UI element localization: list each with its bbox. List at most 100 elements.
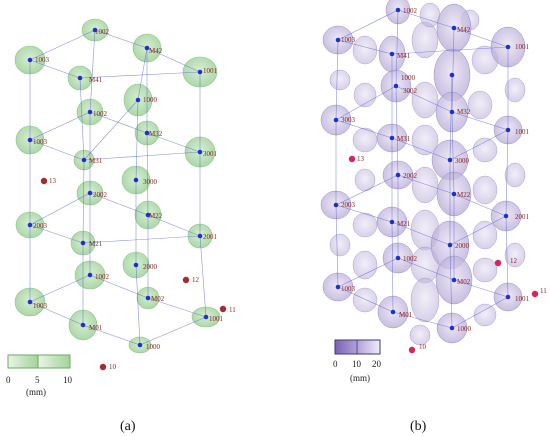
edge-a-1	[94, 29, 148, 49]
edge-a-40	[83, 99, 139, 161]
panel-b-nodes	[333, 7, 539, 354]
node-a-1	[27, 57, 33, 63]
panel-a-nodes	[27, 27, 227, 371]
edge-b-20	[505, 129, 509, 217]
node-a-23	[137, 342, 143, 348]
node-b-0	[395, 7, 401, 13]
edge-a-3	[146, 47, 201, 73]
scale-b-tick-2: 20	[372, 359, 382, 369]
panel-a-caption: (a)	[120, 419, 136, 434]
ellipsoid-b-extra-3	[353, 82, 377, 108]
ellipsoid-b-extra-10	[411, 166, 439, 204]
node-b-6	[449, 72, 455, 78]
node-label-a-4: 1001	[203, 67, 218, 75]
edge-b-0	[337, 9, 399, 41]
edge-a-20	[29, 192, 91, 226]
node-b-17	[447, 242, 453, 248]
ellipsoid-b-extra-23	[329, 233, 351, 257]
node-b-21	[390, 309, 396, 315]
ellipsoid-b-extra-24	[504, 77, 526, 103]
node-a-0	[92, 27, 98, 33]
node-label-a-25: 1001	[209, 315, 224, 323]
edge-b-7	[451, 27, 455, 113]
edge-a-30	[29, 274, 91, 303]
node-b-18	[395, 255, 401, 261]
scale-bar-b	[334, 339, 381, 355]
edge-b-38	[449, 74, 453, 161]
edge-b-16	[395, 85, 399, 176]
edge-a-36	[135, 99, 139, 181]
edge-a-4	[79, 71, 201, 79]
edge-a-10	[29, 111, 91, 141]
node-label-a-3: M41	[89, 76, 103, 84]
edge-a-12	[29, 139, 85, 161]
node-b-15	[389, 219, 395, 225]
ellipsoid-b-extra-12	[352, 212, 378, 238]
edge-b-26	[449, 215, 507, 246]
node-label-b-14: 2003	[341, 201, 356, 209]
scale-b-tick-1: 10	[352, 359, 362, 369]
node-a-11	[133, 177, 139, 183]
edge-b-2	[337, 39, 393, 55]
node-label-b-12: 3000	[455, 157, 470, 165]
ellipsoid-b-extra-5	[467, 90, 493, 120]
scale-a-tick-1: 5	[35, 375, 40, 385]
edge-b-10	[335, 85, 397, 121]
node-label-a-17: 2001	[203, 233, 218, 241]
point-marker-b-0	[348, 155, 356, 163]
node-label-b-13: 2002	[403, 172, 418, 180]
node-a-8	[144, 130, 150, 136]
panel-b-caption: (b)	[410, 419, 427, 434]
node-b-22	[505, 294, 511, 300]
scale-bar-a-left	[7, 354, 39, 369]
edge-a-8	[79, 77, 85, 161]
point-marker-a-2	[219, 305, 227, 313]
node-a-21	[80, 322, 86, 328]
edge-a-39	[137, 47, 148, 101]
node-label-a-20: 12	[192, 276, 200, 284]
scale-a-tick-2: 10	[63, 375, 73, 385]
edge-b-25	[391, 221, 451, 246]
node-a-3	[77, 75, 83, 81]
node-label-a-5: 1002	[93, 110, 108, 118]
node-label-a-12: 13	[49, 177, 57, 185]
edge-b-23	[335, 204, 393, 223]
scale-a-tick-0: 0	[6, 375, 11, 385]
node-b-11	[447, 157, 453, 163]
node-a-10	[197, 149, 203, 155]
edge-b-12	[335, 119, 393, 139]
edge-a-22	[29, 224, 84, 244]
point-marker-b-1	[494, 259, 502, 267]
point-marker-a-0	[40, 177, 48, 185]
point-marker-b-2	[531, 290, 539, 298]
node-label-b-23: 11	[540, 287, 547, 295]
edge-b-24	[453, 193, 507, 217]
node-b-2	[451, 25, 457, 31]
edge-b-18	[451, 111, 455, 195]
edge-a-21	[89, 192, 149, 216]
node-b-4	[505, 44, 511, 50]
node-label-a-13: 2002	[93, 191, 108, 199]
node-label-b-27: 10	[419, 343, 427, 351]
node-label-a-10: 3001	[203, 150, 218, 158]
node-label-a-18: 2000	[143, 263, 158, 271]
node-a-2	[144, 45, 150, 51]
ellipsoid-b-extra-17	[472, 257, 498, 283]
scale-b-unit: (mm)	[350, 373, 370, 383]
scale-b-tick-0: 0	[333, 359, 338, 369]
node-label-b-19: 12	[510, 257, 518, 265]
ellipsoid-b-extra-21	[409, 324, 431, 346]
node-label-a-23: 11	[229, 306, 236, 314]
node-label-b-26: 1000	[457, 325, 472, 333]
edge-a-34	[82, 324, 141, 346]
panel-a-labels: 10021003M42M411001100210001003M32M313001…	[33, 28, 236, 371]
node-a-20	[145, 295, 151, 301]
edge-b-15	[449, 129, 509, 161]
node-label-a-0: 1002	[95, 28, 110, 36]
node-label-b-11: 13	[357, 155, 365, 163]
node-label-a-11: 3000	[143, 178, 158, 186]
node-label-b-16: 2001	[515, 213, 530, 221]
edge-b-36	[392, 311, 453, 329]
node-label-b-10: M31	[397, 135, 411, 143]
